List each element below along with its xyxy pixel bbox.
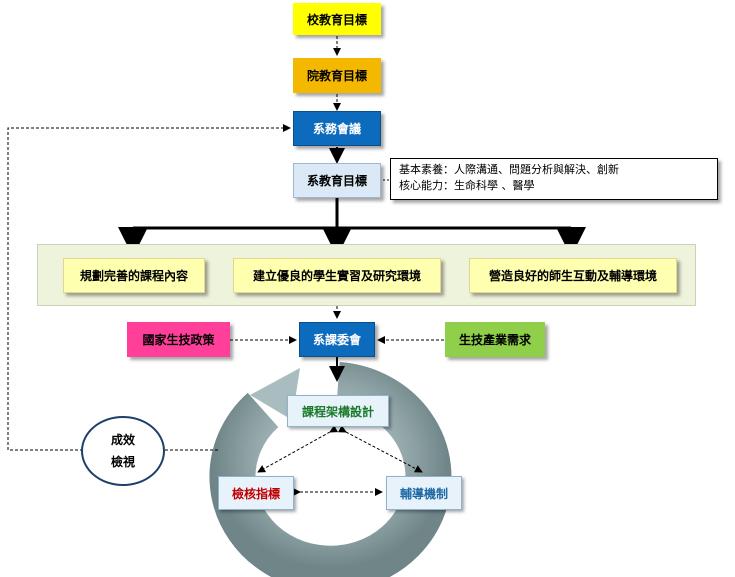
basic-literacy-text: 基本素養：人際溝通、問題分析與解決、創新 xyxy=(399,163,619,176)
school-goal-box: 校教育目標 xyxy=(293,3,381,35)
effectiveness-text: 成效 xyxy=(110,433,135,447)
cycle-design-label: 課程架構設計 xyxy=(287,395,389,427)
strategy-internship-box: 建立優良的學生實習及研究環境 xyxy=(233,258,441,293)
strategy-curriculum-box: 規劃完善的課程內容 xyxy=(63,258,205,293)
industry-demand-box: 生技產業需求 xyxy=(445,322,545,357)
competency-info-box: 基本素養：人際溝通、問題分析與解決、創新 核心能力：生命科學 、醫學 xyxy=(390,158,718,200)
national-policy-box: 國家生技政策 xyxy=(127,322,230,357)
effectiveness-review-circle: 成效 檢視 xyxy=(81,416,165,486)
strategy-mentoring-box: 營造良好的師生互動及輔導環境 xyxy=(469,258,677,293)
cycle-indicator-label: 檢核指標 xyxy=(218,476,294,510)
review-text: 檢視 xyxy=(110,455,135,469)
curriculum-committee-box: 系課委會 xyxy=(299,322,375,357)
dept-meeting-box: 系務會議 xyxy=(293,111,381,146)
cycle-guidance-label: 輔導機制 xyxy=(386,476,462,510)
college-goal-box: 院教育目標 xyxy=(293,58,381,93)
dept-goal-box: 系教育目標 xyxy=(293,163,381,198)
core-competency-text: 核心能力：生命科學 、醫學 xyxy=(399,179,535,192)
